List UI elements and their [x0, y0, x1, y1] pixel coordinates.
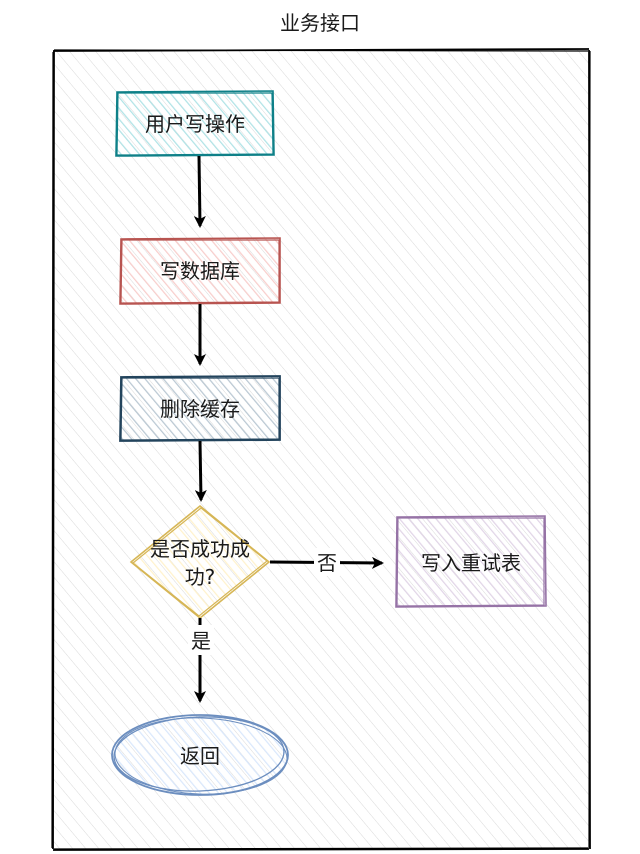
arrow-delete-cache-to-decision [194, 440, 207, 502]
node-retry-table-label: 写入重试表 [421, 551, 521, 575]
arrow-decision-to-retry-table: 否 [269, 548, 384, 576]
node-return: 返回 [111, 714, 289, 796]
node-write-db-label: 写数据库 [160, 259, 240, 283]
node-retry-table: 写入重试表 [395, 515, 547, 608]
edge-no-label: 否 [317, 551, 337, 575]
arrow-user-write-to-write-db [193, 155, 206, 228]
diagram-title: 业务接口 [280, 11, 360, 35]
node-return-label: 返回 [180, 744, 220, 768]
node-user-write-label: 用户写操作 [145, 112, 245, 136]
node-user-write: 用户写操作 [115, 90, 275, 157]
node-delete-cache-label: 删除缓存 [160, 397, 240, 421]
node-write-db: 写数据库 [119, 237, 281, 305]
node-delete-cache: 删除缓存 [119, 375, 281, 442]
node-decision-label-line2: 功? [185, 565, 216, 589]
arrow-decision-to-return: 是 [188, 618, 214, 703]
node-decision: 是否成功成 功? [129, 504, 271, 620]
node-decision-label-line1: 是否成功成 [150, 537, 250, 561]
container-box [51, 48, 591, 851]
edge-yes-label: 是 [191, 629, 211, 653]
